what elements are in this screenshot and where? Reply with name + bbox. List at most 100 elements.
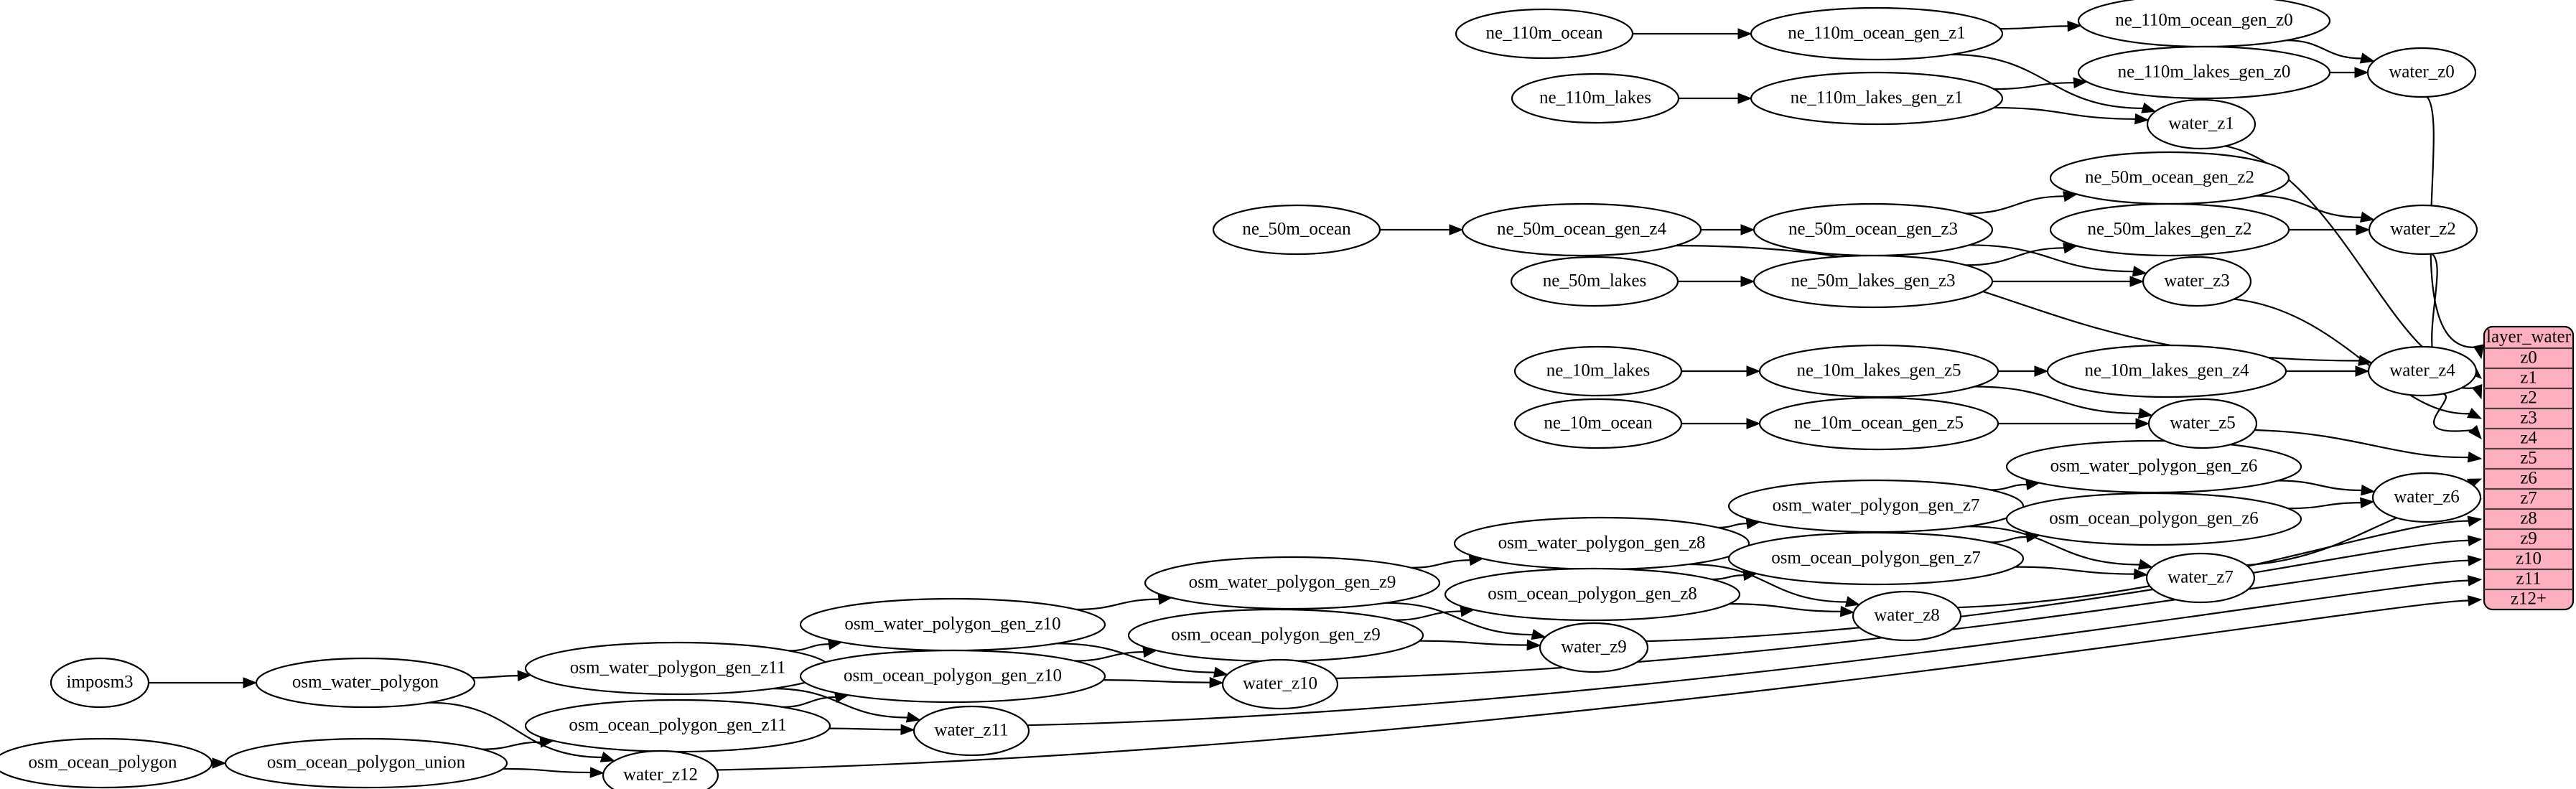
layer-water-row-z0[interactable]: z0 [2520,348,2537,368]
edge-osm_ocean_polygon_union-to-water_z12 [503,767,605,778]
node-osm_water_polygon_gen_z10[interactable]: osm_water_polygon_gen_z10 [799,597,1106,652]
edge-ne_50m_ocean_gen_z2-to-water_z2 [2256,195,2375,223]
node-ellipse [1539,622,1649,673]
node-osm_water_polygon_gen_z7[interactable]: osm_water_polygon_gen_z7 [1727,479,2025,533]
layer-water-row-z4[interactable]: z4 [2520,429,2537,448]
layer-water-title: layer_water [2486,327,2572,347]
edge-osm_ocean_polygon_union-to-osm_ocean_polygon_gen_z11 [482,737,555,750]
node-ellipse [50,657,150,709]
node-ellipse [1453,516,1750,571]
layer-water-table[interactable]: layer_waterz0z1z2z3z4z5z6z7z8z9z10z11z12… [2483,325,2575,611]
node-ellipse [0,737,213,789]
node-osm_ocean_polygon_gen_z11[interactable]: osm_ocean_polygon_gen_z11 [524,699,831,753]
node-ellipse [799,597,1106,652]
node-water_z0[interactable]: water_z0 [2366,47,2477,98]
node-osm_ocean_polygon_gen_z7[interactable]: osm_ocean_polygon_gen_z7 [1727,531,2025,586]
node-ne_110m_lakes_gen_z0[interactable]: ne_110m_lakes_gen_z0 [2077,45,2331,100]
node-osm_water_polygon_gen_z8[interactable]: osm_water_polygon_gen_z8 [1453,516,1750,571]
node-osm_ocean_polygon_gen_z10[interactable]: osm_ocean_polygon_gen_z10 [799,649,1106,704]
node-ne_110m_lakes_gen_z1[interactable]: ne_110m_lakes_gen_z1 [1750,71,2004,126]
edge-osm_water_polygon_gen_z10-to-water_z10 [1056,643,1228,678]
node-ellipse [524,641,831,696]
layer-water-row-z10[interactable]: z10 [2516,549,2542,569]
node-water_z8[interactable]: water_z8 [1852,590,1962,642]
node-ne_50m_lakes[interactable]: ne_50m_lakes [1510,256,1679,307]
node-ne_110m_ocean[interactable]: ne_110m_ocean [1455,8,1634,60]
node-ne_10m_ocean_gen_z5[interactable]: ne_10m_ocean_gen_z5 [1758,396,1999,451]
node-water_z5[interactable]: water_z5 [2147,398,2258,449]
node-ellipse [1750,71,2004,126]
node-water_z6[interactable]: water_z6 [2371,472,2482,523]
layer-water-row-z9[interactable]: z9 [2520,529,2537,548]
layer-water-row-z6[interactable]: z6 [2520,469,2537,488]
node-ellipse [524,699,831,753]
node-ne_50m_lakes_gen_z2[interactable]: ne_50m_lakes_gen_z2 [2049,202,2290,257]
edge-ne_50m_ocean-to-ne_50m_ocean_gen_z4 [1379,224,1464,235]
edge-water_z8-to-layer_water_z8 [1957,515,2483,609]
node-ne_110m_ocean_gen_z0[interactable]: ne_110m_ocean_gen_z0 [2077,0,2331,48]
node-ne_50m_lakes_gen_z3[interactable]: ne_50m_lakes_gen_z3 [1753,254,1994,309]
node-ellipse [1852,590,1962,642]
edge-osm_water_polygon-to-water_z12 [429,701,615,762]
node-ne_10m_ocean[interactable]: ne_10m_ocean [1513,398,1683,449]
node-osm_ocean_polygon_gen_z6[interactable]: osm_ocean_polygon_gen_z6 [2005,492,2302,546]
node-water_z10[interactable]: water_z10 [1221,658,1339,710]
node-ne_50m_ocean_gen_z3[interactable]: ne_50m_ocean_gen_z3 [1753,202,1994,257]
layer-water-row-z12+[interactable]: z12+ [2511,589,2547,609]
node-ne_50m_ocean_gen_z4[interactable]: ne_50m_ocean_gen_z4 [1461,202,1702,257]
node-water_z2[interactable]: water_z2 [2368,204,2478,256]
node-water_z9[interactable]: water_z9 [1539,622,1649,673]
node-osm_ocean_polygon_gen_z9[interactable]: osm_ocean_polygon_gen_z9 [1127,608,1424,663]
node-ne_110m_ocean_gen_z1[interactable]: ne_110m_ocean_gen_z1 [1750,6,2004,61]
layer-water-row-z8[interactable]: z8 [2520,509,2537,528]
node-water_z4[interactable]: water_z4 [2367,345,2478,397]
node-ellipse [1750,6,2004,61]
edge-ne_50m_lakes_gen_z3-to-ne_50m_lakes_gen_z2 [1966,243,2078,266]
edge-osm_ocean_polygon_gen_z11-to-water_z11 [829,724,915,736]
edge-water_z4-to-layer_water_z4 [2433,393,2482,440]
node-osm_water_polygon_gen_z9[interactable]: osm_water_polygon_gen_z9 [1144,556,1441,610]
node-water_z7[interactable]: water_z7 [2145,552,2256,604]
layer-water-row-z5[interactable]: z5 [2520,449,2537,468]
edge-ne_110m_lakes_gen_z1-to-ne_110m_lakes_gen_z0 [1994,77,2088,90]
node-ellipse [1513,398,1683,449]
node-ellipse [2005,439,2302,494]
node-water_z3[interactable]: water_z3 [2142,256,2252,307]
node-water_z1[interactable]: water_z1 [2146,98,2257,150]
node-osm_water_polygon[interactable]: osm_water_polygon [255,657,476,709]
node-ne_10m_lakes_gen_z4[interactable]: ne_10m_lakes_gen_z4 [2046,344,2287,398]
node-ellipse [2367,345,2478,397]
node-ellipse [2371,472,2482,523]
node-osm_ocean_polygon_union[interactable]: osm_ocean_polygon_union [224,737,508,789]
node-osm_ocean_polygon_gen_z8[interactable]: osm_ocean_polygon_gen_z8 [1444,567,1741,622]
node-ellipse [1727,479,2025,533]
edge-osm_ocean_polygon_gen_z11-to-osm_ocean_polygon_gen_z10 [782,691,849,708]
layer-water-row-z2[interactable]: z2 [2520,388,2537,408]
node-ne_50m_ocean_gen_z2[interactable]: ne_50m_ocean_gen_z2 [2049,151,2290,205]
edge-osm_ocean_polygon_gen_z10-to-osm_ocean_polygon_gen_z9 [1074,646,1158,662]
layer-water-row-z1[interactable]: z1 [2520,368,2537,388]
node-water_z12[interactable]: water_z12 [602,750,719,789]
edge-osm_water_polygon_gen_z8-to-water_z8 [1689,563,1860,607]
layer-water-row-z7[interactable]: z7 [2520,489,2537,508]
node-ellipse [2142,256,2252,307]
edge-ne_110m_ocean_gen_z1-to-ne_110m_ocean_gen_z0 [1999,20,2082,32]
node-osm_water_polygon_gen_z11[interactable]: osm_water_polygon_gen_z11 [524,641,831,696]
node-ellipse [1455,8,1634,60]
edge-ne_110m_ocean-to-ne_110m_ocean_gen_z1 [1633,28,1753,39]
node-water_z11[interactable]: water_z11 [913,705,1030,757]
node-ne_10m_lakes_gen_z5[interactable]: ne_10m_lakes_gen_z5 [1758,344,1999,398]
layer-water-row-z3[interactable]: z3 [2520,408,2537,428]
node-osm_water_polygon_gen_z6[interactable]: osm_water_polygon_gen_z6 [2005,439,2302,494]
node-ellipse [2005,492,2302,546]
node-ne_10m_lakes[interactable]: ne_10m_lakes [1513,345,1683,397]
layer-water-row-z11[interactable]: z11 [2516,569,2541,589]
edge-ne_110m_lakes-to-ne_110m_lakes_gen_z1 [1678,93,1753,104]
node-ne_110m_lakes[interactable]: ne_110m_lakes [1511,73,1680,124]
node-ne_50m_ocean[interactable]: ne_50m_ocean [1212,204,1381,256]
edge-ne_10m_lakes-to-ne_10m_lakes_gen_z5 [1681,365,1761,377]
edge-ne_10m_lakes_gen_z5-to-ne_10m_lakes_gen_z4 [1998,365,2049,377]
node-imposm3[interactable]: imposm3 [50,657,150,709]
node-osm_ocean_polygon[interactable]: osm_ocean_polygon [0,737,213,789]
